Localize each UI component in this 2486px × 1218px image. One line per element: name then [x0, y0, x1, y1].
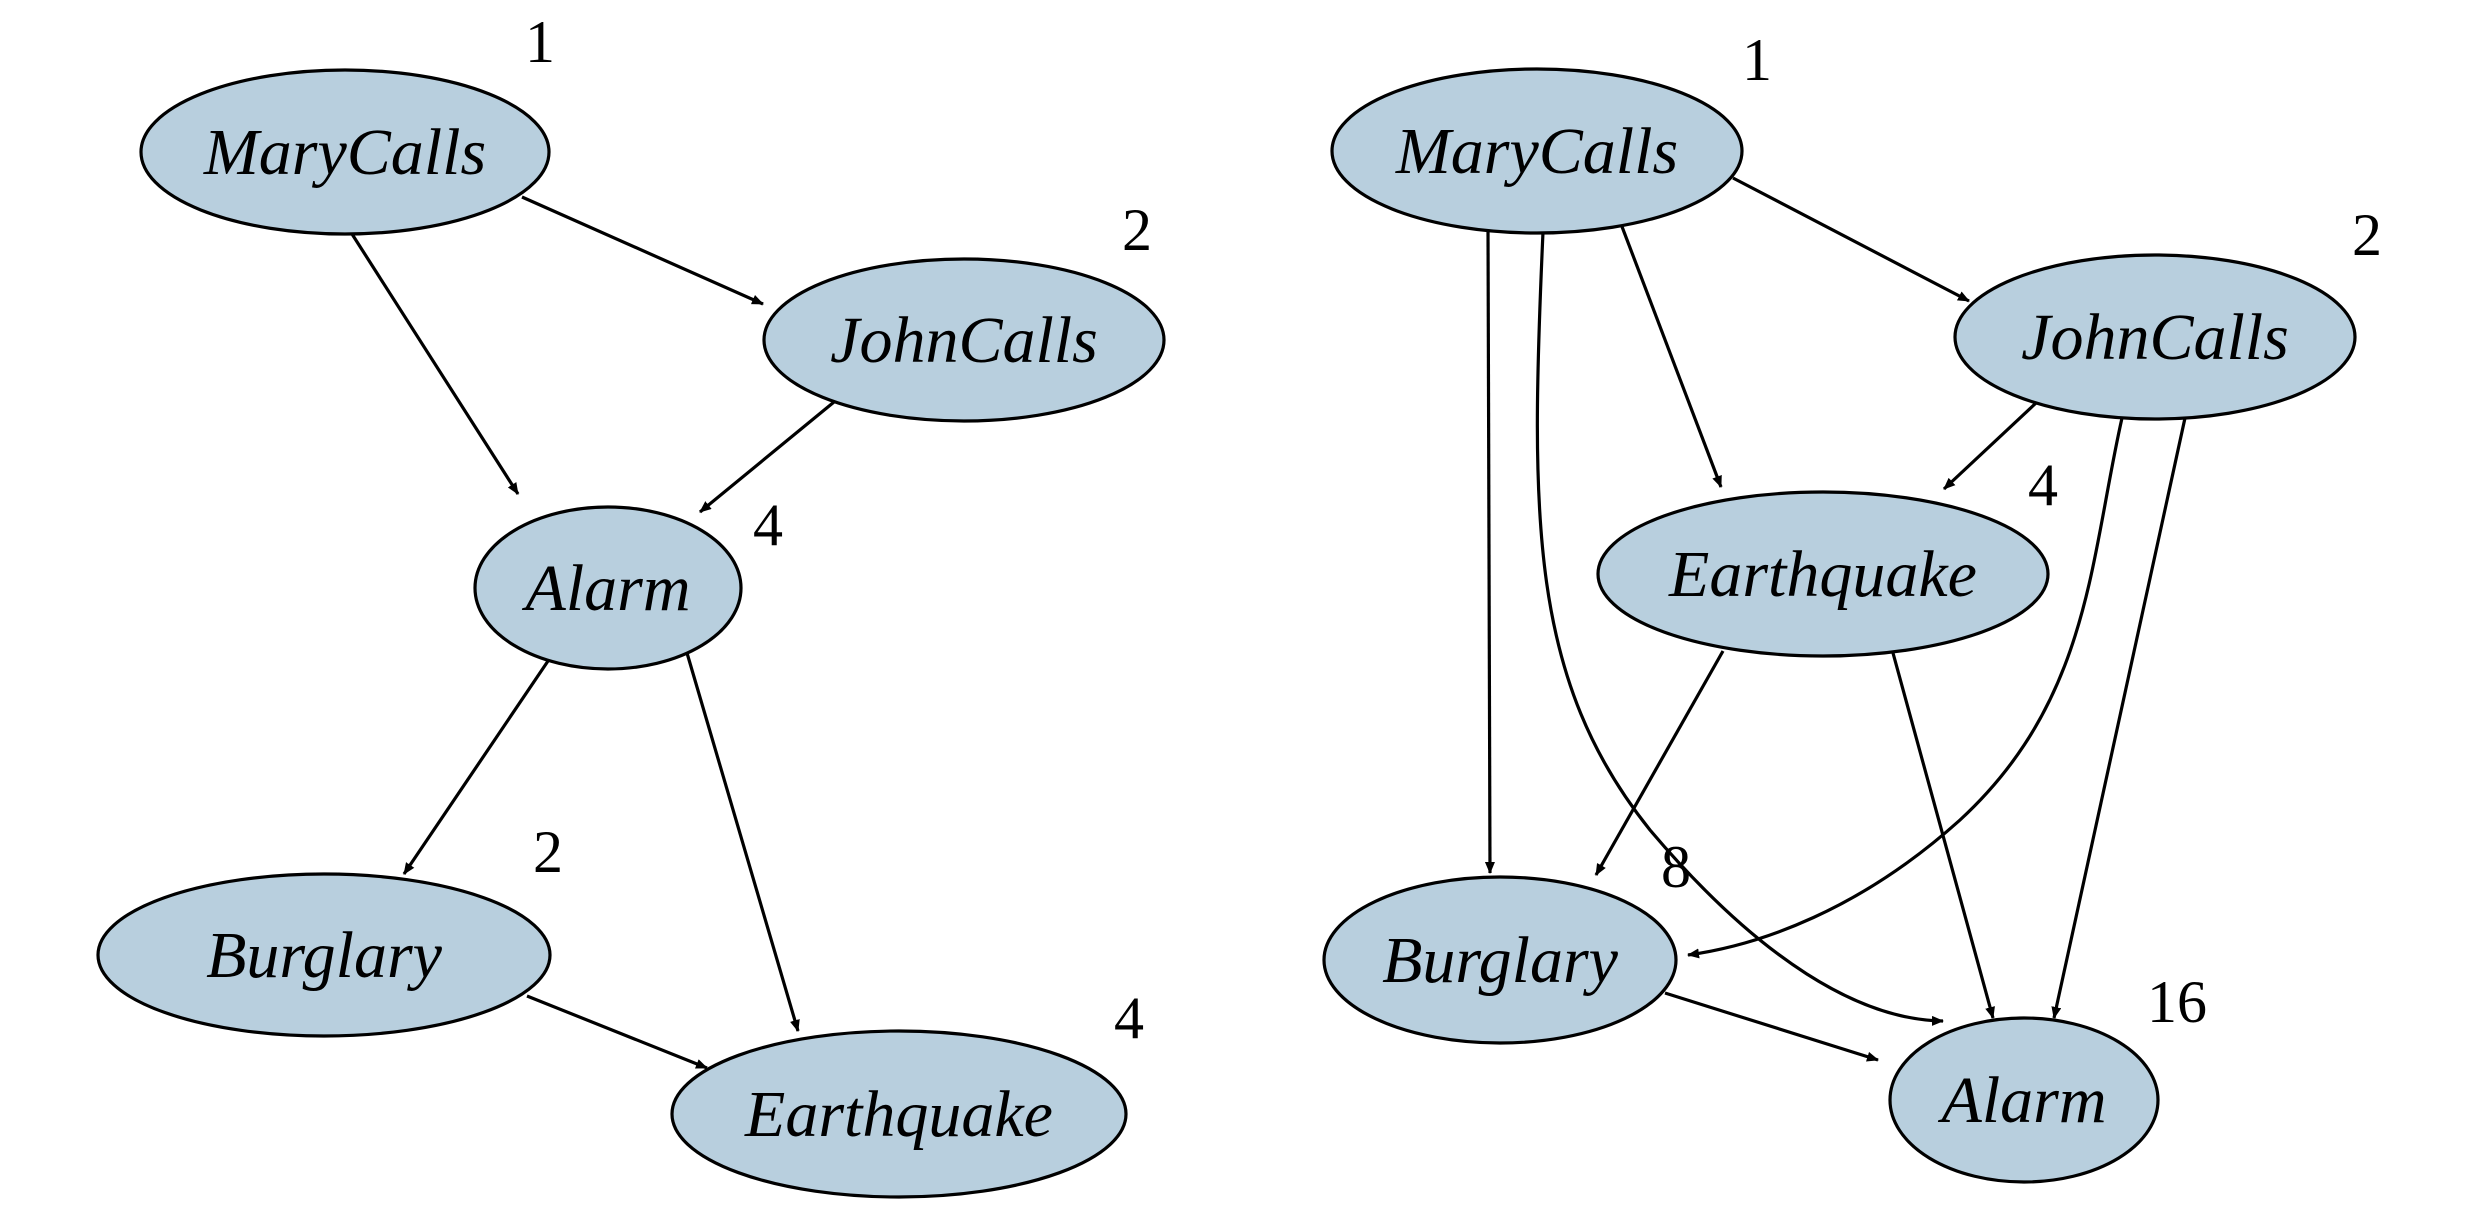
node-johncalls-count: 2 [2352, 202, 2382, 268]
edge-marycalls-to-johncalls [1732, 176, 1970, 303]
edge-earthquake-to-burglary [1594, 650, 1725, 876]
node-burglary-count: 8 [1661, 834, 1691, 900]
edge-earthquake-to-alarm [1891, 652, 1995, 1019]
edge-alarm-to-burglary [402, 660, 550, 875]
node-johncalls-ellipse [1953, 253, 2357, 421]
node-earthquake: Earthquake 4 [670, 985, 1144, 1199]
node-burglary-count: 2 [533, 819, 563, 885]
graph-left: MaryCalls1JohnCalls2Alarm4Burglary2Earth… [96, 9, 1166, 1199]
node-alarm: Alarm 4 [473, 492, 783, 671]
edge-alarm-to-earthquake [685, 652, 800, 1032]
node-alarm: Alarm 16 [1888, 969, 2207, 1184]
node-earthquake: Earthquake 4 [1596, 452, 2058, 658]
node-burglary-ellipse [96, 872, 552, 1038]
node-burglary: Burglary 8 [1322, 834, 1691, 1045]
edge-marycalls-to-burglary [1484, 227, 1495, 874]
edge-burglary-to-alarm [1664, 991, 1879, 1062]
node-johncalls: JohnCalls 2 [762, 197, 1166, 423]
edge-burglary-to-earthquake [526, 994, 708, 1070]
edge-johncalls-to-burglary [1687, 417, 2124, 959]
node-marycalls-count: 1 [525, 9, 555, 75]
node-earthquake-label: Earthquake [744, 1078, 1053, 1151]
node-earthquake-ellipse [670, 1029, 1128, 1199]
edge-marycalls-to-earthquake [1619, 223, 1723, 488]
node-johncalls-count: 2 [1122, 197, 1152, 263]
node-earthquake-label: Earthquake [1668, 538, 1977, 611]
node-marycalls-count: 1 [1742, 27, 1772, 93]
node-burglary-label: Burglary [206, 919, 443, 992]
node-alarm-ellipse [473, 505, 743, 671]
node-johncalls-label: JohnCalls [830, 304, 1098, 377]
node-burglary-ellipse [1322, 875, 1678, 1045]
edge-johncalls-to-alarm [2051, 417, 2187, 1019]
node-alarm-ellipse [1888, 1016, 2160, 1184]
node-earthquake-count: 4 [2028, 452, 2058, 518]
node-marycalls-label: MaryCalls [1395, 115, 1678, 188]
node-alarm-label: Alarm [522, 552, 691, 625]
node-burglary: Burglary 2 [96, 819, 563, 1038]
node-marycalls-ellipse [1330, 67, 1744, 235]
edge-marycalls-to-alarm [1535, 231, 1944, 1026]
node-johncalls: JohnCalls 2 [1953, 202, 2382, 421]
node-alarm-count: 4 [753, 492, 783, 558]
node-marycalls: MaryCalls 1 [1330, 27, 1772, 235]
edge-marycalls-to-johncalls [521, 195, 764, 306]
edge-johncalls-to-alarm [698, 400, 836, 514]
node-earthquake-count: 4 [1114, 985, 1144, 1051]
node-earthquake-ellipse [1596, 490, 2050, 658]
node-johncalls-label: JohnCalls [2021, 301, 2289, 374]
node-marycalls: MaryCalls 1 [139, 9, 555, 236]
node-alarm-count: 16 [2147, 969, 2207, 1035]
node-marycalls-label: MaryCalls [203, 116, 486, 189]
node-alarm-label: Alarm [1938, 1064, 2107, 1137]
node-johncalls-ellipse [762, 257, 1166, 423]
node-marycalls-ellipse [139, 68, 551, 236]
edge-johncalls-to-earthquake [1942, 401, 2038, 491]
edge-marycalls-to-alarm [350, 233, 520, 495]
node-burglary-label: Burglary [1382, 924, 1619, 997]
